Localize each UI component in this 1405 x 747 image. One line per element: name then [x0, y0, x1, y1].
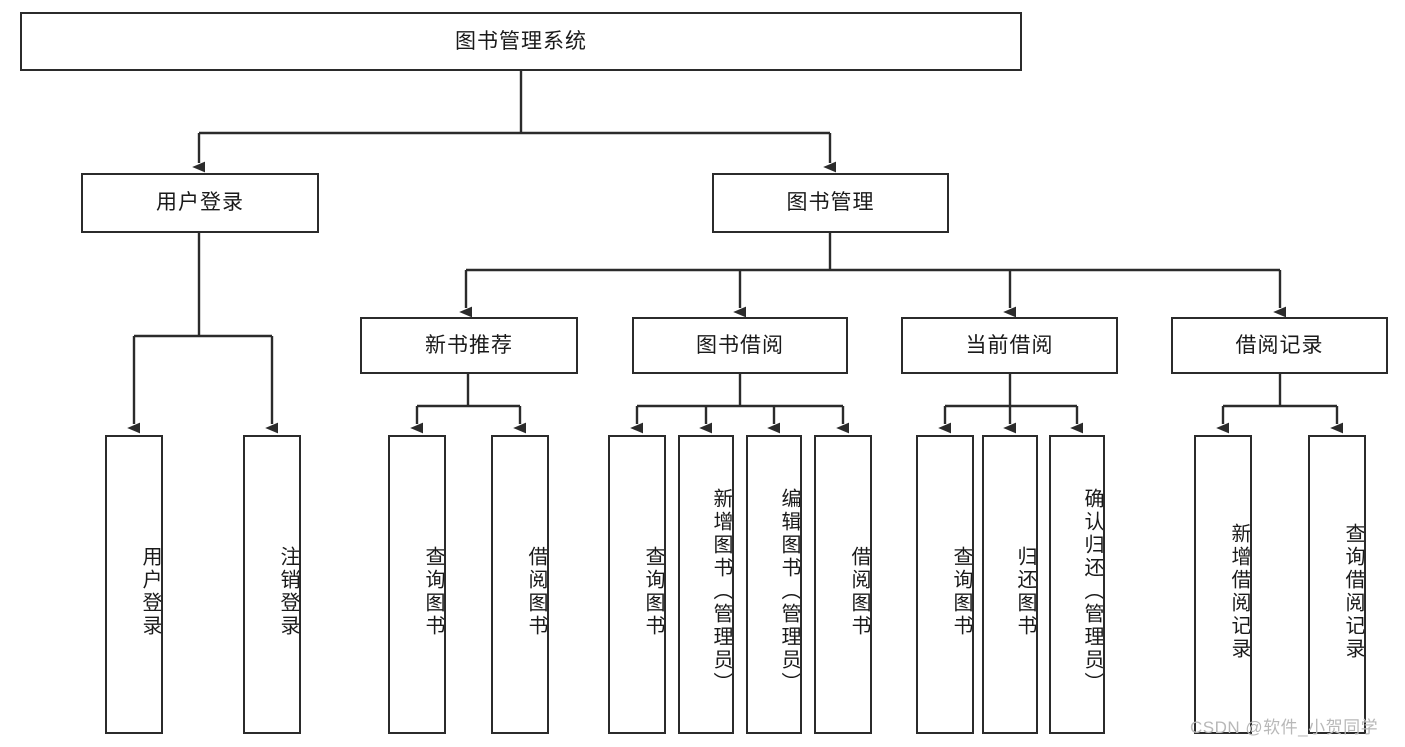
- node-user-login-label: 用户登录: [156, 191, 244, 215]
- node-leaf-add-book-label: 新增图书（管理员）: [710, 488, 732, 695]
- node-book-manage[interactable]: 图书管理: [712, 173, 949, 233]
- node-borrow-record-label: 借阅记录: [1235, 333, 1324, 357]
- node-current-borrow-label: 当前借阅: [965, 333, 1054, 357]
- node-leaf-user-login[interactable]: 用户登录: [105, 435, 163, 734]
- node-leaf-user-logout-label: 注销登录: [277, 545, 299, 638]
- node-leaf-borrow-book-1-label: 借阅图书: [525, 545, 547, 638]
- node-book-borrow-label: 图书借阅: [696, 333, 784, 357]
- node-new-book-rec-label: 新书推荐: [425, 333, 513, 357]
- node-leaf-query-book-2-label: 查询图书: [642, 545, 664, 638]
- node-leaf-return-book-label: 归还图书: [1014, 545, 1036, 638]
- node-leaf-borrow-book-1[interactable]: 借阅图书: [491, 435, 549, 734]
- node-leaf-confirm-return[interactable]: 确认归还（管理员）: [1049, 435, 1105, 734]
- node-leaf-borrow-book-2[interactable]: 借阅图书: [814, 435, 872, 734]
- node-leaf-add-book[interactable]: 新增图书（管理员）: [678, 435, 734, 734]
- node-book-borrow[interactable]: 图书借阅: [632, 317, 848, 374]
- node-root-label: 图书管理系统: [455, 29, 587, 53]
- node-book-manage-label: 图书管理: [786, 191, 875, 215]
- node-root[interactable]: 图书管理系统: [20, 12, 1022, 71]
- node-leaf-add-record[interactable]: 新增借阅记录: [1194, 435, 1252, 734]
- node-leaf-edit-book[interactable]: 编辑图书（管理员）: [746, 435, 802, 734]
- node-current-borrow[interactable]: 当前借阅: [901, 317, 1118, 374]
- node-leaf-query-book-2[interactable]: 查询图书: [608, 435, 666, 734]
- csdn-watermark: CSDN @软件_小贺同学: [1190, 718, 1379, 737]
- node-leaf-edit-book-label: 编辑图书（管理员）: [778, 488, 800, 695]
- node-leaf-query-book-3[interactable]: 查询图书: [916, 435, 974, 734]
- node-leaf-query-book-3-label: 查询图书: [950, 545, 972, 638]
- node-leaf-return-book[interactable]: 归还图书: [982, 435, 1038, 734]
- node-leaf-query-record[interactable]: 查询借阅记录: [1308, 435, 1366, 734]
- node-leaf-borrow-book-2-label: 借阅图书: [848, 545, 870, 638]
- node-leaf-user-logout[interactable]: 注销登录: [243, 435, 301, 734]
- node-borrow-record[interactable]: 借阅记录: [1171, 317, 1388, 374]
- node-new-book-rec[interactable]: 新书推荐: [360, 317, 578, 374]
- node-leaf-query-record-label: 查询借阅记录: [1342, 522, 1364, 661]
- node-leaf-confirm-return-label: 确认归还（管理员）: [1081, 488, 1103, 695]
- node-leaf-query-book-1-label: 查询图书: [422, 545, 444, 638]
- node-leaf-add-record-label: 新增借阅记录: [1228, 522, 1250, 661]
- node-user-login[interactable]: 用户登录: [81, 173, 319, 233]
- node-leaf-user-login-label: 用户登录: [139, 545, 161, 638]
- node-leaf-query-book-1[interactable]: 查询图书: [388, 435, 446, 734]
